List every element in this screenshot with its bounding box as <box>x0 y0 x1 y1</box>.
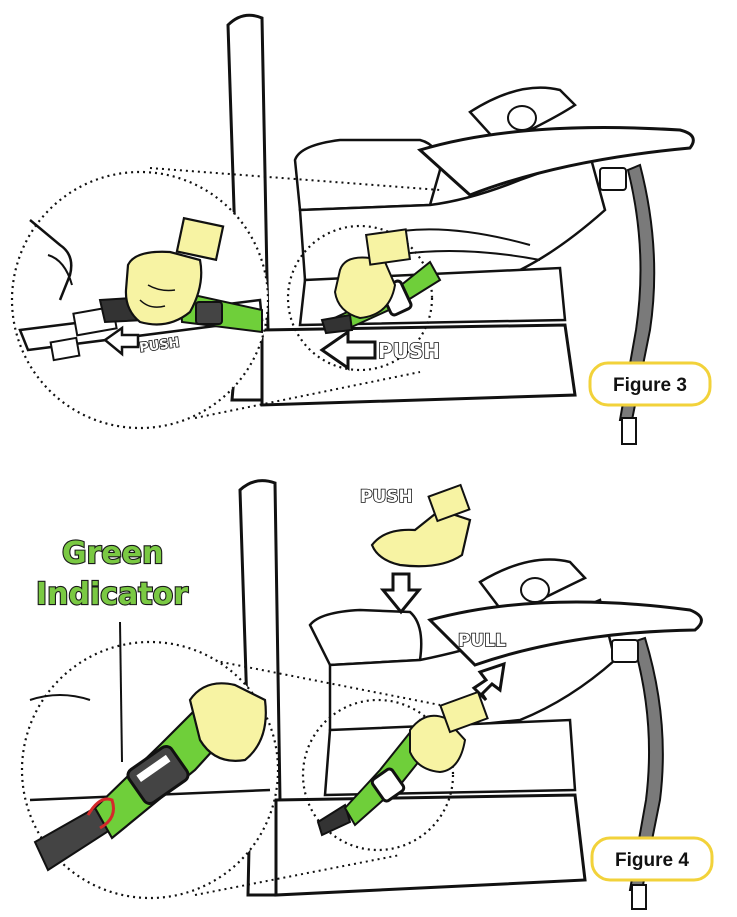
seat-belt-buckle <box>600 168 626 190</box>
vehicle-seat-cushion <box>262 325 575 405</box>
figure-4-label: Figure 4 <box>615 850 689 871</box>
push-label-fig4: PUSH <box>360 487 413 507</box>
figure-3-label: Figure 3 <box>613 375 687 396</box>
pull-label: PULL <box>458 631 506 651</box>
figure-3: PUSH PUSH Figure 3 <box>12 15 710 444</box>
green-indicator-line2: Indicator <box>36 577 188 612</box>
vehicle-seat-cushion-4 <box>276 795 585 895</box>
push-label-large: PUSH <box>378 339 440 363</box>
push-hand <box>372 510 470 566</box>
push-down-arrow <box>383 574 419 612</box>
green-indicator-line1: Green <box>62 536 163 571</box>
figure-4: PUSH PULL Green Indicator Figure 4 <box>22 481 712 909</box>
